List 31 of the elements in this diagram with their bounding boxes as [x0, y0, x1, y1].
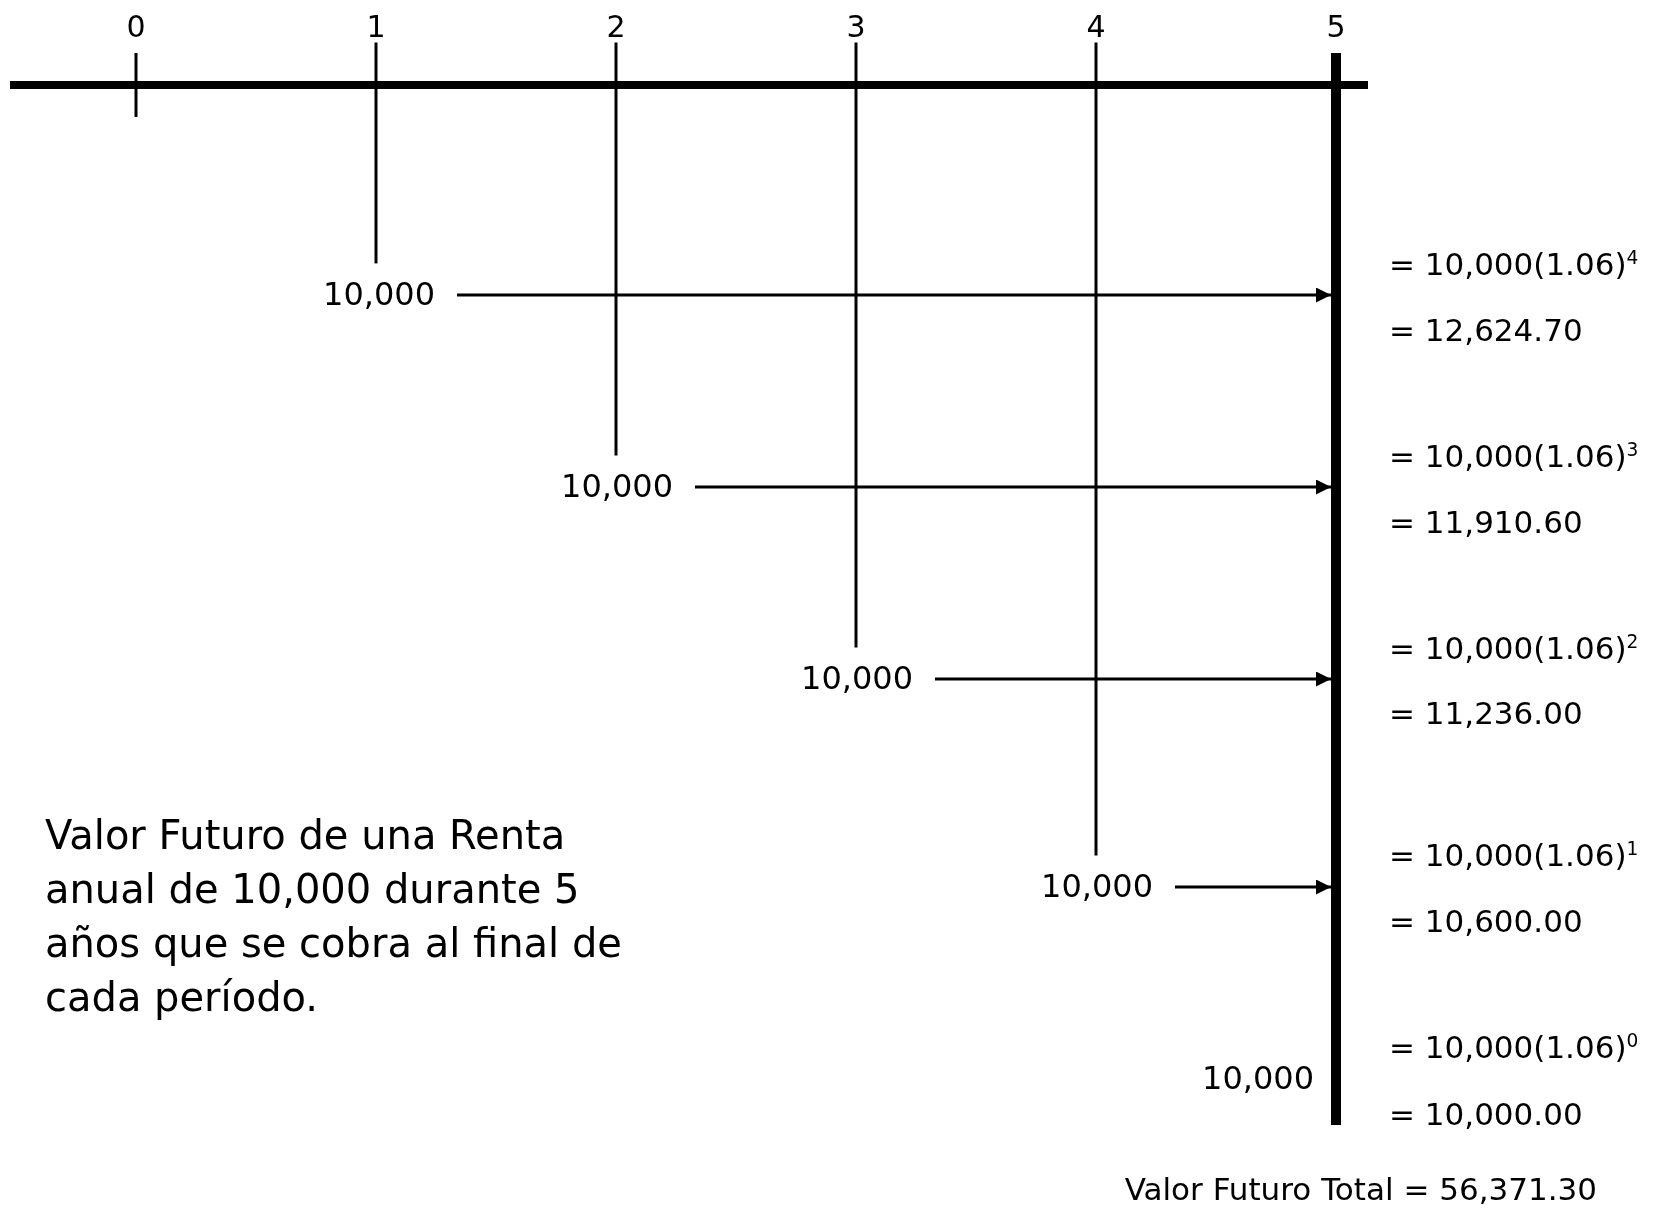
arrow: [695, 479, 1331, 495]
tick-label: 5: [1326, 9, 1346, 43]
amount-label: 10,000: [801, 661, 913, 697]
formula-label: = 10,000(1.06)$^{4}$: [1389, 246, 1639, 282]
value-label: = 11,236.00: [1389, 695, 1583, 731]
formula-label: = 10,000(1.06)$^{2}$: [1389, 630, 1639, 666]
total-label: Valor Futuro Total = 56,371.30: [1124, 1171, 1597, 1207]
formula-label: = 10,000(1.06)$^{1}$: [1389, 837, 1639, 873]
formula-label: = 10,000(1.06)$^{0}$: [1389, 1029, 1639, 1065]
value-label: = 12,624.70: [1389, 312, 1583, 348]
formula-label: = 10,000(1.06)$^{3}$: [1389, 438, 1639, 474]
amount-label: 10,000: [323, 277, 435, 313]
tick-label: 4: [1086, 9, 1106, 43]
value-label: = 10,600.00: [1389, 903, 1583, 939]
amount-label: 10,000: [1202, 1061, 1314, 1097]
period-line: [854, 42, 858, 648]
value-label: = 11,910.60: [1389, 504, 1583, 540]
arrow: [1175, 879, 1331, 895]
period-line: [614, 42, 618, 456]
period-line: [1094, 42, 1098, 856]
tick-label: 3: [846, 9, 866, 43]
tick-label: 2: [606, 9, 626, 43]
tick-label: 1: [366, 9, 386, 43]
arrow: [935, 671, 1331, 687]
period-line: [374, 42, 378, 264]
amount-label: 10,000: [1041, 869, 1153, 905]
arrow: [457, 287, 1331, 303]
tick-label: 0: [126, 9, 146, 43]
value-label: = 10,000.00: [1389, 1096, 1583, 1132]
amount-label: 10,000: [561, 469, 673, 505]
description-text: Valor Futuro de una Renta anual de 10,000 durante 5 años que se cobra al final de cada período.: [45, 811, 623, 1022]
